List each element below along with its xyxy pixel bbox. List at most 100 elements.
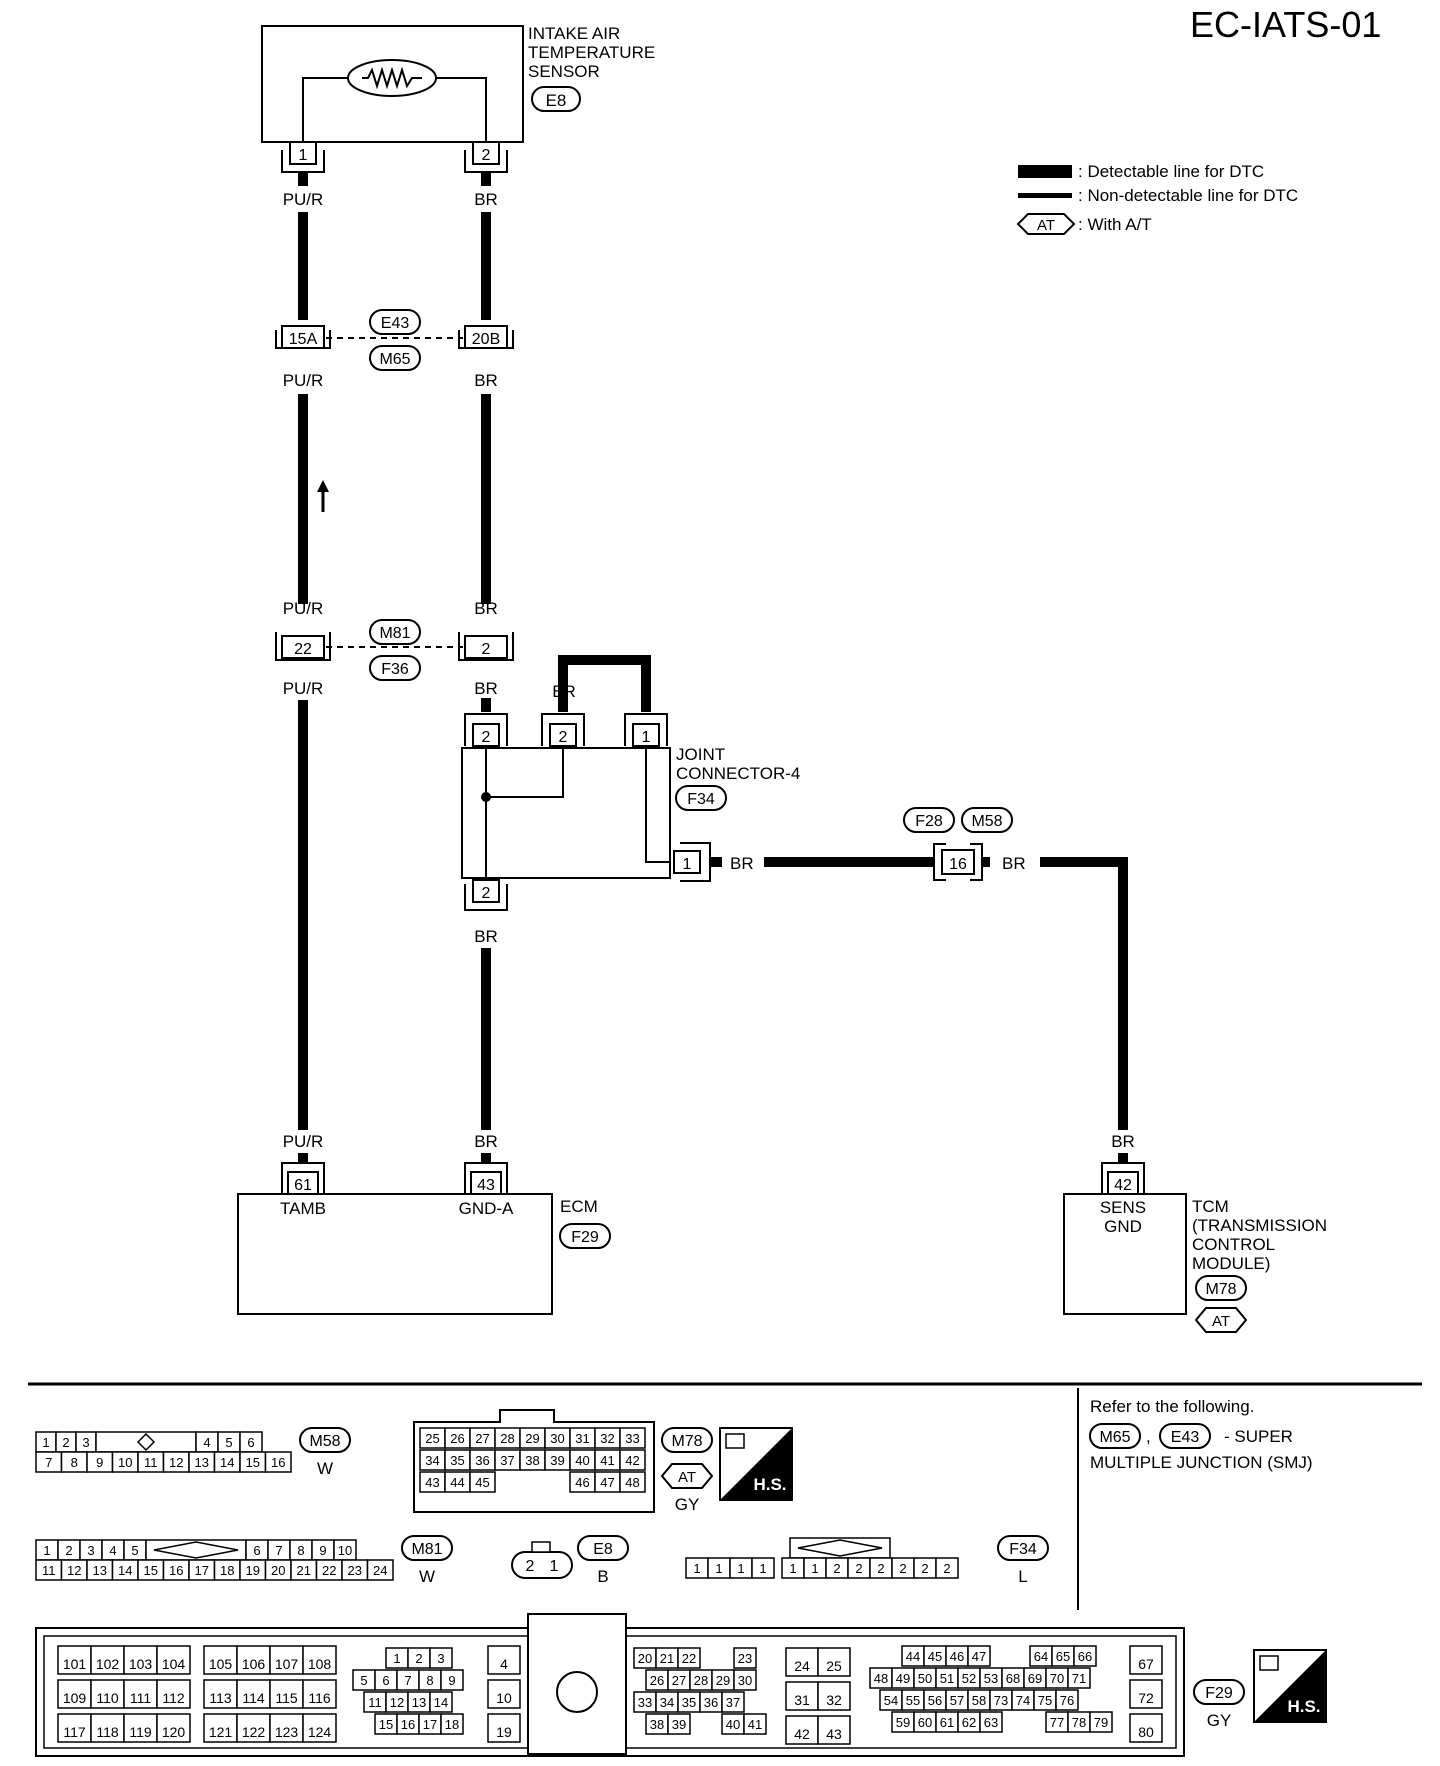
- legend-detectable-swatch: [1018, 165, 1072, 178]
- e8-pin-1: 1: [550, 1558, 559, 1575]
- f29-g6-pin-42-label: 42: [794, 1726, 810, 1742]
- wire-br-tcm-seg1: [764, 857, 934, 867]
- m58-color: W: [317, 1459, 333, 1478]
- m81-pin-11-label: 11: [42, 1563, 56, 1578]
- m81-pin-14-label: 14: [118, 1563, 132, 1578]
- sensor-internal-wire-right: [436, 77, 487, 142]
- wire-br-label5: BR: [474, 927, 498, 946]
- joint-pin-top-right-bracket: [624, 713, 668, 746]
- m78-pin-45-label: 45: [475, 1475, 489, 1490]
- f29-g8-pin-80: [1129, 1713, 1163, 1743]
- f29-g1-pin-104-label: 104: [162, 1656, 186, 1672]
- m78-pin-28-label: 28: [500, 1431, 514, 1446]
- joint-internal-branch: [486, 748, 564, 798]
- f29-g2-pin-115: [269, 1679, 304, 1709]
- m78-pin-42-label: 42: [625, 1453, 639, 1468]
- joint-pin-top-mid-bracket: [541, 713, 585, 746]
- m81-pin-5-label: 5: [131, 1543, 138, 1558]
- f34-id: F34: [1009, 1541, 1037, 1558]
- f29-g7-pin-79: [1089, 1711, 1113, 1733]
- wire-br-seg1: [481, 212, 491, 320]
- m78-pin-44-label: 44: [450, 1475, 464, 1490]
- f34b-pin-2-label: 2: [855, 1561, 862, 1576]
- joint-pin-top-right-label: 1: [642, 729, 651, 746]
- f29-g3-pin-8-label: 8: [426, 1673, 433, 1688]
- f34a-pin-1-label: 1: [759, 1561, 766, 1576]
- f29-g3-pin-1-label: 1: [393, 1651, 400, 1666]
- f29-g1-pin-112: [156, 1679, 191, 1709]
- wire-br-loop-label: BR: [552, 682, 576, 701]
- wire-br-stub3: [481, 1153, 491, 1163]
- ecm-box: [237, 1193, 553, 1315]
- ecm-pin-61: [287, 1171, 319, 1195]
- sensor-connector-badge: [531, 86, 581, 112]
- tcm-pin-42: [1107, 1171, 1139, 1195]
- junction-m81-pin-right: [464, 635, 508, 659]
- sensor-pin-1-label: 1: [299, 147, 308, 164]
- m81-pin-7-label: 7: [275, 1543, 282, 1558]
- f29-g8-pin-80-label: 80: [1138, 1724, 1154, 1740]
- f29-g3-pin-18-label: 18: [445, 1717, 459, 1732]
- f29-g1-pin-110-label: 110: [96, 1690, 119, 1706]
- refer-text2: MULTIPLE JUNCTION (SMJ): [1090, 1453, 1313, 1472]
- m81-badge: [401, 1535, 453, 1561]
- sensor-connector-id: E8: [546, 91, 567, 110]
- f29-g6-pin-25-label: 25: [826, 1658, 842, 1674]
- m81-pin-8-label: 8: [297, 1543, 304, 1558]
- joint-connector-badge: [675, 785, 727, 811]
- f29-g3-pin-18: [440, 1713, 464, 1735]
- m78-pin-48: [619, 1471, 646, 1493]
- junction-m81-pin-left: [281, 635, 325, 659]
- m78-pin-25-label: 25: [425, 1431, 439, 1446]
- f29-g1-pin-119-label: 119: [129, 1724, 152, 1740]
- m78-pin-46-label: 46: [575, 1475, 589, 1490]
- f29-g5-pin-41: [743, 1713, 767, 1735]
- junction-m65-id: M65: [379, 351, 410, 368]
- ecm: 61 TAMB 43 GND-A ECM F29: [237, 1162, 611, 1315]
- f29-g3-pin-13-label: 13: [412, 1695, 426, 1710]
- m78-pin-35-label: 35: [450, 1453, 464, 1468]
- wire-br-tcm-label3: BR: [1111, 1132, 1135, 1151]
- m78-housing: [413, 1409, 655, 1513]
- thermistor-icon: [347, 59, 437, 97]
- junction-e43-pin-left: [281, 325, 325, 349]
- f29-g5-pin-38-label: 38: [650, 1717, 664, 1732]
- f29-g7-pin-73-label: 73: [994, 1693, 1008, 1708]
- wire-br-label2: BR: [474, 371, 498, 390]
- m81-pin-24-label: 24: [373, 1563, 387, 1578]
- refer-e43-id: E43: [1171, 1429, 1200, 1446]
- wire-br-tcm-seg2: [1040, 857, 1128, 1130]
- tcm-connector-badge: [1195, 1275, 1247, 1301]
- tcm: 42 SENS GND TCM (TRANSMISSION CONTROL MO…: [1063, 1162, 1327, 1333]
- ecm-name: ECM: [560, 1197, 598, 1216]
- m78-pin-45: [469, 1471, 496, 1493]
- f29-g1-pin-112-label: 112: [162, 1690, 185, 1706]
- f29-g4-pin-19-label: 19: [496, 1724, 512, 1740]
- junction-e43-m65: 15A 20B E43 M65: [275, 309, 514, 371]
- f29-g4-pin-10: [487, 1679, 521, 1709]
- junction-f36-id: F36: [381, 661, 409, 678]
- resistor-icon: [362, 66, 422, 90]
- f29-g1-pin-103-label: 103: [129, 1656, 153, 1672]
- sensor-pin-2: [472, 141, 500, 165]
- f34-badge: [997, 1535, 1049, 1561]
- f29-g1-pin-111: [123, 1679, 158, 1709]
- joint-internal-right: [645, 748, 670, 863]
- f29-g3-pin-5-label: 5: [360, 1673, 367, 1688]
- refer-m65-id: M65: [1099, 1429, 1130, 1446]
- m81-pin-19-label: 19: [246, 1563, 260, 1578]
- junction-f36-badge: [369, 655, 421, 681]
- m81-pin-21-label: 21: [297, 1563, 311, 1578]
- f29-g7-pin-47: [967, 1645, 991, 1667]
- joint-pin-top-mid-label: 2: [559, 729, 568, 746]
- m58-pin-1-label: 1: [42, 1435, 49, 1450]
- m78-at-text: AT: [678, 1469, 696, 1486]
- joint-connector-id: F34: [687, 791, 715, 808]
- m81-pin-9-label: 9: [319, 1543, 326, 1558]
- junction-e43-pin-right: [464, 325, 508, 349]
- f29-g3-pin-11-label: 11: [368, 1695, 382, 1710]
- m78-pin-34-label: 34: [425, 1453, 439, 1468]
- wire-br-tcm-stub3: [1118, 1153, 1128, 1163]
- inline-f28-left-bracket: [933, 843, 946, 881]
- f29-g2-pin-121-label: 121: [209, 1724, 233, 1740]
